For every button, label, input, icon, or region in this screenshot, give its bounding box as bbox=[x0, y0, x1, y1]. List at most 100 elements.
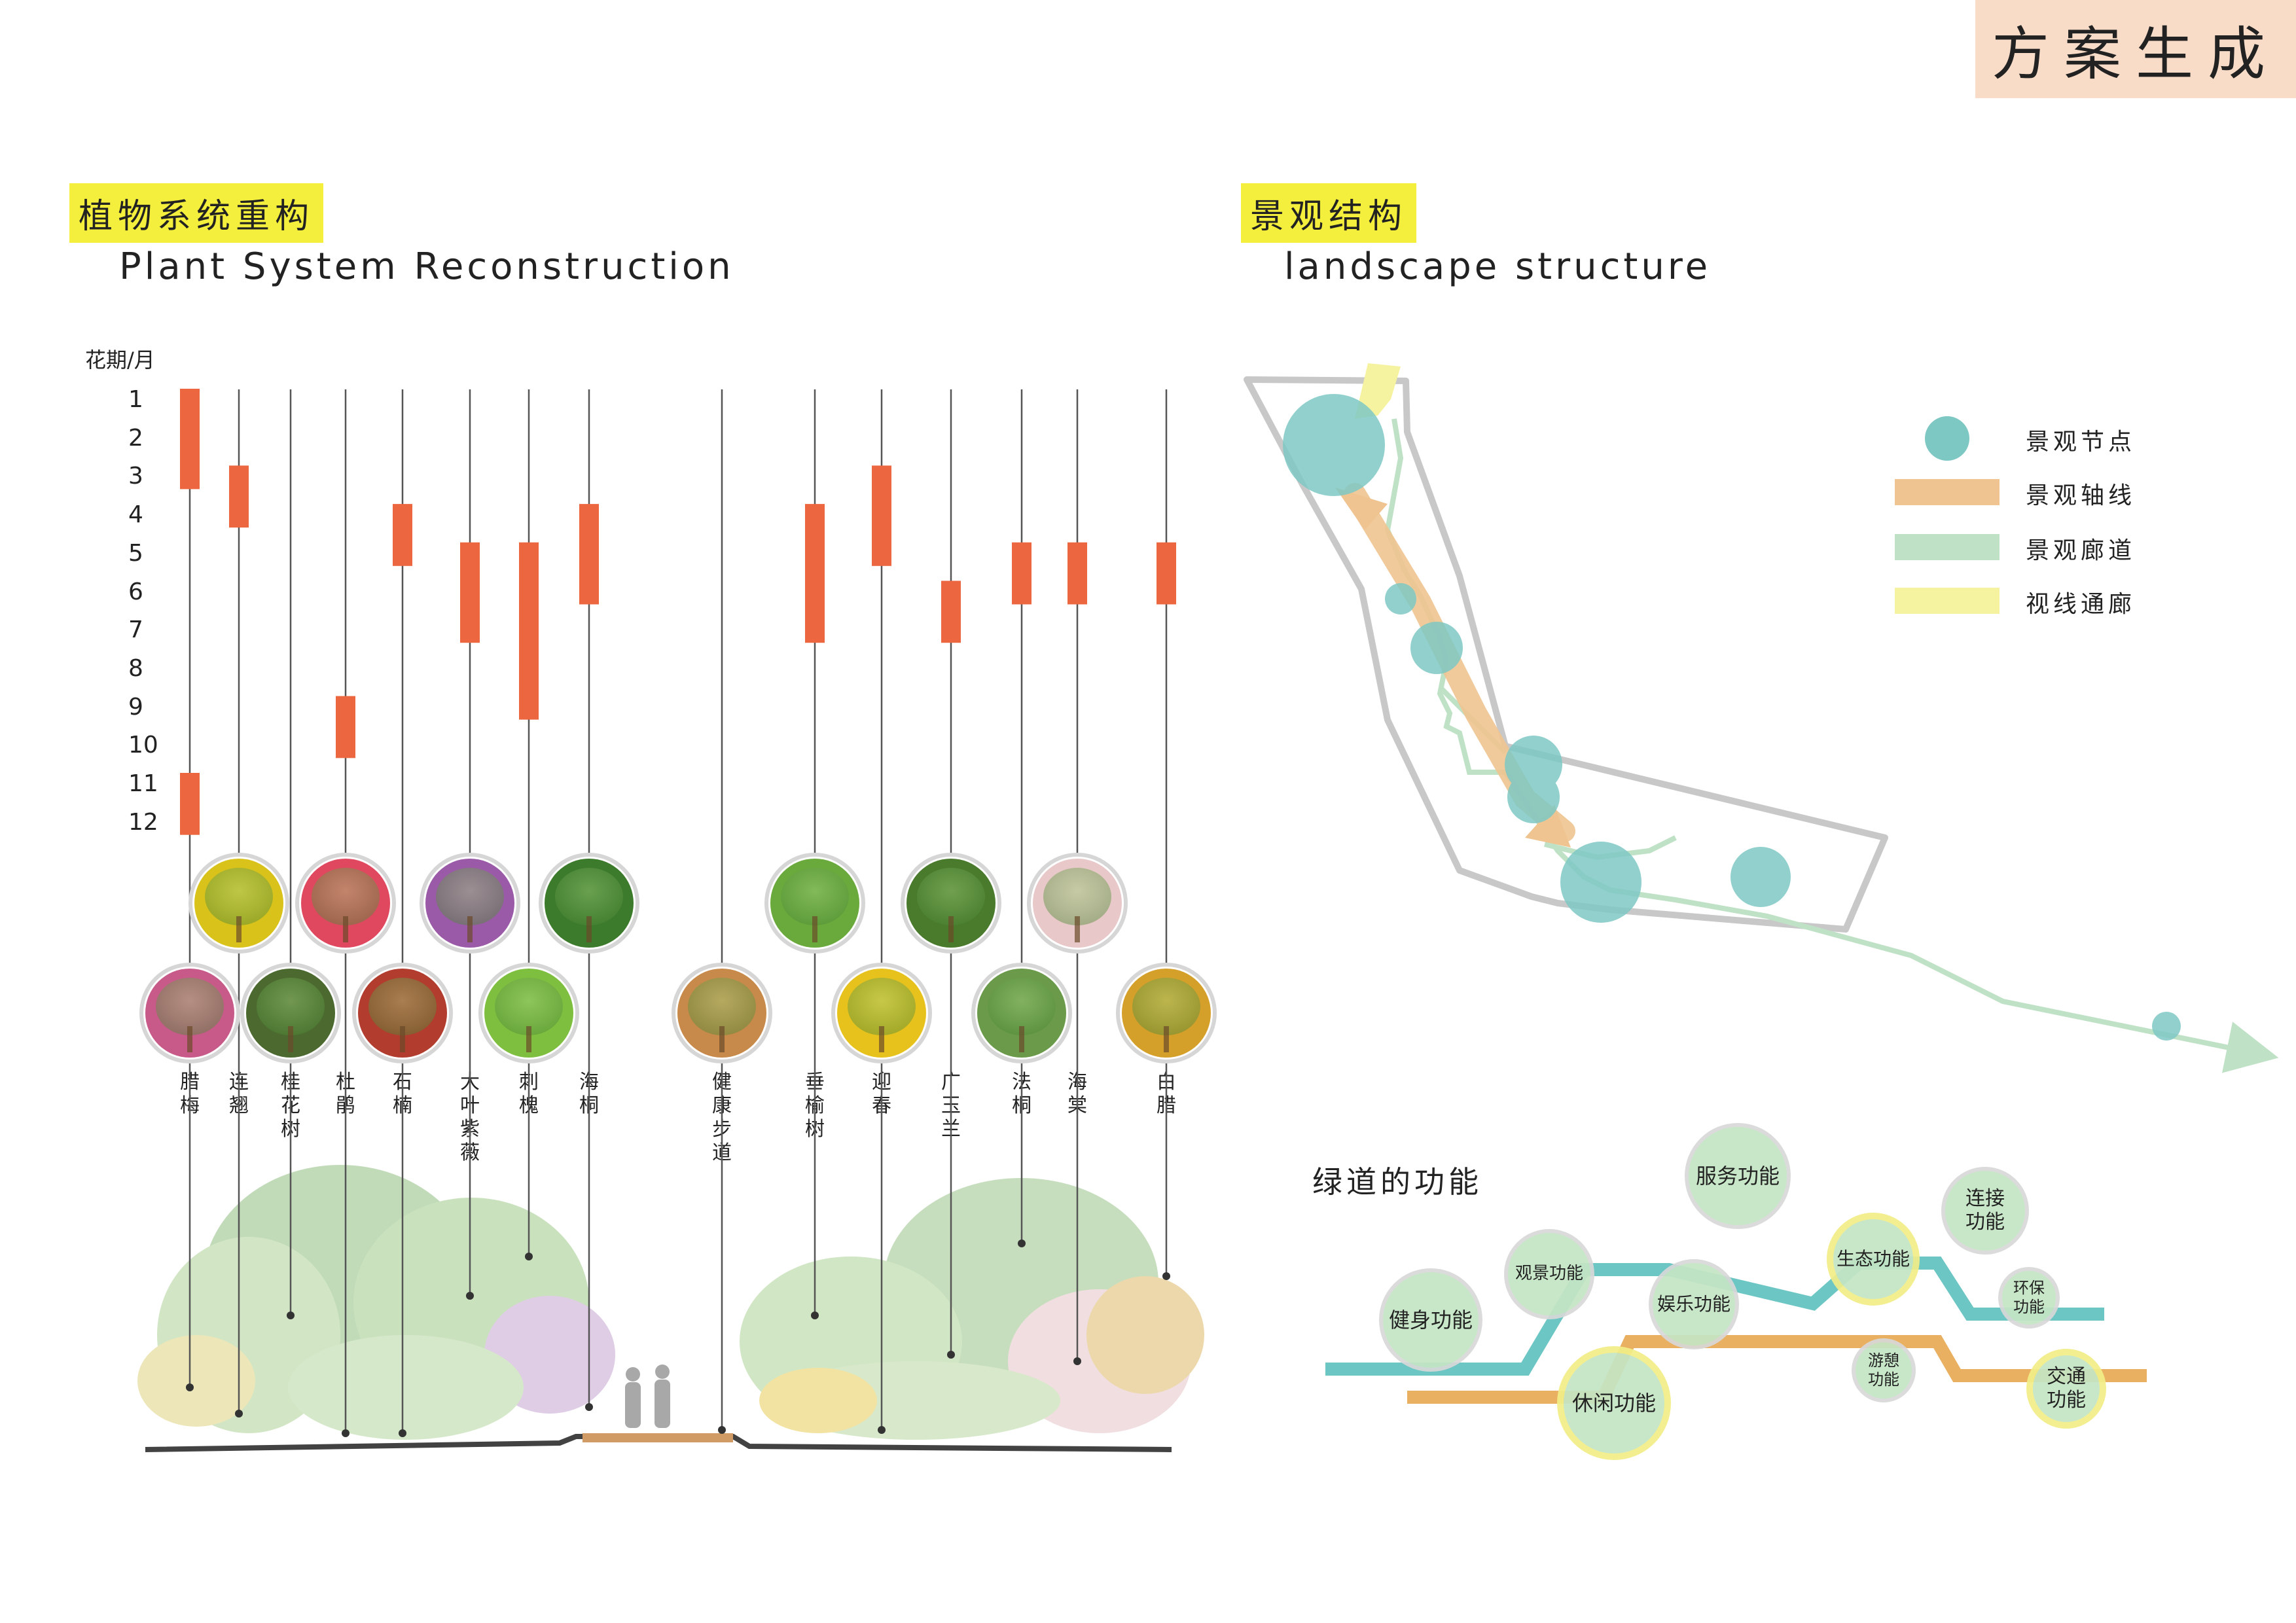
teal-line bbox=[1325, 1257, 2104, 1376]
plant-thumbnail bbox=[139, 963, 240, 1063]
leader-dot bbox=[1018, 1240, 1026, 1247]
plant-thumbnail bbox=[240, 963, 341, 1063]
function-circle bbox=[1998, 1267, 2060, 1329]
month-label: 1 bbox=[128, 386, 143, 413]
function-label: 游憩功能 bbox=[1868, 1351, 1899, 1389]
plant-thumbnail bbox=[352, 963, 453, 1063]
plant-thumbnail bbox=[1027, 853, 1128, 954]
bloom-bar bbox=[941, 580, 961, 643]
plant-thumbnail bbox=[539, 853, 639, 954]
function-label: 环保功能 bbox=[2013, 1279, 2045, 1316]
plant-thumbnail bbox=[295, 853, 396, 954]
month-label: 4 bbox=[128, 501, 143, 529]
page-tag: 方案生成 bbox=[1975, 0, 2296, 98]
landscape-heading-en: landscape structure bbox=[1284, 245, 1712, 288]
plant-thumbnail bbox=[188, 853, 289, 954]
landscape-heading-cn: 景观结构 bbox=[1241, 183, 1417, 243]
function-label: 服务功能 bbox=[1695, 1163, 1780, 1188]
function-circle bbox=[1557, 1346, 1671, 1460]
landscape-structure-map bbox=[1244, 363, 2279, 1073]
month-label: 5 bbox=[128, 539, 143, 567]
bloom-bar bbox=[229, 465, 249, 528]
leader-dot bbox=[466, 1292, 474, 1300]
plant-thumbnail bbox=[420, 853, 520, 954]
leader-dot bbox=[399, 1429, 406, 1437]
function-label: 休闲功能 bbox=[1571, 1390, 1656, 1416]
plant-thumbnail bbox=[901, 853, 1001, 954]
greenway-title: 绿道的功能 bbox=[1312, 1164, 1482, 1200]
bloom-bar bbox=[180, 773, 200, 835]
plant-heading-en: Plant System Reconstruction bbox=[119, 245, 734, 288]
sightline-corridor bbox=[1355, 363, 1401, 419]
plant-thumbnail bbox=[831, 963, 932, 1063]
bloom-bar bbox=[393, 504, 412, 566]
legend-swatch bbox=[1895, 479, 2000, 505]
bloom-axis-title: 花期/月 bbox=[85, 348, 155, 372]
landscape-corridor bbox=[1384, 418, 2279, 1073]
month-label: 9 bbox=[128, 693, 143, 721]
plant-thumbnail bbox=[764, 853, 865, 954]
function-circle bbox=[1685, 1123, 1791, 1229]
function-circle bbox=[1852, 1338, 1916, 1402]
bloom-bar bbox=[336, 696, 355, 758]
legend-swatch bbox=[1895, 588, 2000, 614]
leader-dot bbox=[947, 1351, 955, 1359]
bloom-bar bbox=[1157, 542, 1176, 605]
function-circle bbox=[2026, 1349, 2106, 1429]
plant-thumbnail bbox=[672, 963, 772, 1063]
month-label: 10 bbox=[128, 732, 158, 759]
bloom-bar bbox=[1067, 542, 1087, 605]
plant-thumbnail bbox=[971, 963, 1072, 1063]
bloom-bar bbox=[519, 542, 539, 720]
month-label: 8 bbox=[128, 654, 143, 682]
function-label: 娱乐功能 bbox=[1657, 1293, 1731, 1315]
leader-dot bbox=[186, 1383, 194, 1391]
month-label: 11 bbox=[128, 770, 158, 797]
plant-thumbnail bbox=[1116, 963, 1217, 1063]
legend-label: 景观节点 bbox=[2026, 429, 2136, 455]
function-label: 连接功能 bbox=[1965, 1187, 2005, 1234]
section-illustration bbox=[137, 1165, 1204, 1452]
function-label: 交通功能 bbox=[2047, 1365, 2086, 1412]
month-label: 3 bbox=[128, 463, 143, 490]
leader-dot bbox=[287, 1311, 295, 1319]
leader-dot bbox=[718, 1426, 726, 1434]
legend-label: 视线通廊 bbox=[2026, 591, 2136, 618]
function-circles bbox=[1379, 1123, 2106, 1460]
leader-dot bbox=[1162, 1272, 1170, 1280]
bloom-bars bbox=[180, 389, 1176, 835]
plant-icons bbox=[139, 853, 1217, 1063]
function-label: 生态功能 bbox=[1836, 1248, 1910, 1270]
function-label: 健身功能 bbox=[1388, 1307, 1473, 1332]
bloom-bar bbox=[1012, 542, 1031, 605]
plant-thumbnail bbox=[478, 963, 579, 1063]
legend-swatch bbox=[1895, 534, 2000, 560]
leader-dot bbox=[235, 1410, 243, 1418]
leader-dot bbox=[811, 1311, 819, 1319]
function-circle bbox=[1504, 1229, 1594, 1319]
legend-swatch bbox=[1925, 416, 1969, 461]
landscape-nodes bbox=[1283, 394, 2181, 1041]
function-circle bbox=[1649, 1259, 1739, 1349]
function-label: 观景功能 bbox=[1515, 1264, 1583, 1284]
leader-dot bbox=[525, 1253, 533, 1260]
leader-dot bbox=[878, 1426, 886, 1434]
function-circle bbox=[1827, 1213, 1920, 1306]
bloom-bar bbox=[180, 389, 200, 490]
month-label: 2 bbox=[128, 424, 143, 452]
bloom-bar bbox=[805, 504, 825, 643]
month-label: 7 bbox=[128, 616, 143, 644]
legend-label: 景观轴线 bbox=[2026, 482, 2136, 509]
leader-dot bbox=[342, 1429, 350, 1437]
bloom-bar bbox=[872, 465, 891, 566]
legend-swatches bbox=[1895, 416, 2000, 614]
function-circle bbox=[1941, 1167, 2029, 1255]
month-label: 6 bbox=[128, 578, 143, 605]
function-circle bbox=[1379, 1268, 1482, 1372]
bloom-bar bbox=[579, 504, 599, 605]
leader-dot bbox=[585, 1403, 593, 1411]
legend-label: 景观廊道 bbox=[2026, 537, 2136, 564]
month-label: 12 bbox=[128, 808, 158, 836]
bloom-bar bbox=[460, 542, 480, 643]
